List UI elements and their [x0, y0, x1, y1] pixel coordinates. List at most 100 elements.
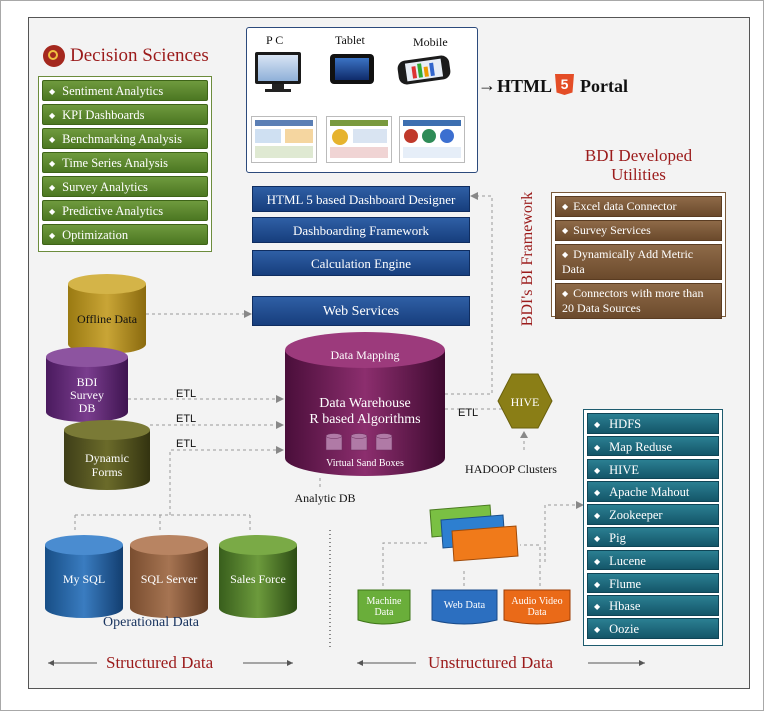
- list-item: ◆HIVE: [587, 458, 719, 480]
- monitor-base-icon: [265, 89, 291, 92]
- bullet-icon: ◆: [49, 231, 56, 240]
- list-item: ◆KPI Dashboards: [42, 104, 208, 125]
- offline-data-cylinder: [68, 274, 146, 354]
- etl-label: ETL: [176, 388, 197, 400]
- sqlserver-cylinder: [130, 535, 208, 618]
- tablet-icon: [330, 54, 374, 84]
- bullet-icon: ◆: [594, 533, 601, 543]
- salesforce-label: Sales Force: [230, 572, 286, 586]
- html5-badge-icon: 5: [555, 74, 574, 95]
- hive-hexagon: [497, 373, 553, 429]
- dynamic-forms-cylinder: [64, 420, 150, 490]
- hadoop-components-list: ◆HDFS ◆Map Reduse ◆HIVE ◆Apache Mahout ◆…: [583, 409, 723, 646]
- list-item: ◆Zookeeper: [587, 504, 719, 525]
- list-item: ◆Dynamically Add Metric Data: [555, 244, 722, 280]
- decision-sciences-logo-icon: [43, 45, 65, 67]
- portal-arrow-icon: →: [478, 75, 496, 95]
- structured-data-label: Structured Data: [106, 653, 214, 672]
- audio-video-data-label: Audio Video Data: [511, 596, 563, 618]
- list-item: ◆HDFS: [587, 413, 719, 434]
- list-item: ◆Survey Analytics: [42, 176, 208, 197]
- bullet-icon: ◆: [594, 442, 601, 452]
- web-services-bar: Web Services: [252, 296, 470, 326]
- bullet-icon: ◆: [594, 625, 601, 635]
- sandbox-label: Virtual Sand Boxes: [326, 458, 404, 469]
- list-item: ◆Hbase: [587, 595, 719, 616]
- pc-label: P C: [266, 33, 284, 47]
- dashboarding-framework-bar: Dashboarding Framework: [252, 217, 470, 243]
- operational-data-caption: Operational Data: [103, 615, 200, 630]
- list-item: ◆Optimization: [42, 224, 208, 245]
- mobile-label: Mobile: [413, 35, 448, 49]
- etl-label: ETL: [176, 438, 197, 450]
- bullet-icon: ◆: [594, 465, 601, 475]
- bullet-icon: ◆: [49, 183, 56, 192]
- hadoop-clusters-label: HADOOP Clusters: [465, 462, 557, 476]
- bullet-icon: ◆: [594, 488, 601, 498]
- analytic-db-label: Analytic DB: [294, 491, 356, 505]
- bullet-icon: ◆: [562, 250, 569, 259]
- bullet-icon: ◆: [49, 135, 56, 144]
- sqlserver-label: SQL Server: [140, 572, 198, 586]
- bullet-icon: ◆: [594, 511, 601, 521]
- bullet-icon: ◆: [594, 556, 601, 566]
- bullet-icon: ◆: [594, 420, 601, 429]
- dashboard-thumbnail: [326, 116, 392, 163]
- monitor-stand-icon: [272, 84, 284, 89]
- list-item: ◆Sentiment Analytics: [42, 80, 208, 101]
- survey-db-cylinder: [46, 347, 128, 422]
- bullet-icon: ◆: [49, 207, 56, 216]
- list-item: ◆Excel data Connector: [555, 196, 722, 217]
- portal-label: Portal: [580, 76, 628, 96]
- list-item: ◆Survey Services: [555, 220, 722, 241]
- bullet-icon: ◆: [49, 87, 56, 96]
- data-warehouse-cylinder: [285, 332, 445, 476]
- list-item: ◆Benchmarking Analysis: [42, 128, 208, 149]
- bullet-icon: ◆: [594, 602, 601, 612]
- bullet-icon: ◆: [562, 289, 569, 298]
- list-item: ◆Flume: [587, 572, 719, 594]
- offline-data-label: Offline Data: [76, 312, 138, 326]
- list-item: ◆Apache Mahout: [587, 481, 719, 502]
- machine-data-label: Machine Data: [366, 596, 402, 618]
- bullet-icon: ◆: [49, 111, 56, 120]
- bullet-icon: ◆: [49, 159, 56, 168]
- dashboard-thumbnail: [251, 116, 317, 163]
- etl-label: ETL: [458, 407, 479, 419]
- list-item: ◆Predictive Analytics: [42, 200, 208, 221]
- etl-label: ETL: [176, 413, 197, 425]
- unstructured-source-boxes: [357, 589, 571, 625]
- decision-sciences-list: ◆Sentiment Analytics ◆KPI Dashboards ◆Be…: [38, 76, 212, 252]
- list-item: ◆Map Reduse: [587, 435, 719, 457]
- mysql-cylinder: [45, 535, 123, 618]
- unstructured-data-label: Unstructured Data: [428, 653, 554, 672]
- tablet-label: Tablet: [335, 33, 365, 47]
- utilities-title: BDI Developed Utilities: [584, 146, 693, 184]
- list-item: ◆Connectors with more than 20 Data Sourc…: [555, 283, 722, 319]
- decision-sciences-title: Decision Sciences: [70, 45, 209, 66]
- bullet-icon: ◆: [594, 579, 601, 589]
- sandbox-cylinders: [325, 433, 393, 451]
- portal-html-label: HTML: [497, 76, 553, 96]
- list-item: ◆Time Series Analysis: [42, 152, 208, 173]
- salesforce-cylinder: [219, 535, 297, 618]
- mysql-label: My SQL: [62, 572, 106, 586]
- bullet-icon: ◆: [562, 226, 569, 235]
- utilities-list: ◆Excel data Connector ◆Survey Services ◆…: [551, 192, 726, 319]
- hive-label: HIVE: [510, 395, 540, 409]
- dashboard-thumbnail: [399, 116, 465, 163]
- unstructured-stack: [429, 504, 519, 562]
- dashboard-designer-bar: HTML 5 based Dashboard Designer: [252, 186, 470, 212]
- web-data-label: Web Data: [443, 600, 486, 611]
- list-item: ◆Lucene: [587, 549, 719, 571]
- data-mapping-label: Data Mapping: [330, 348, 400, 362]
- list-item: ◆Pig: [587, 526, 719, 548]
- monitor-icon: [255, 52, 301, 84]
- list-item: ◆Oozie: [587, 618, 719, 639]
- bullet-icon: ◆: [562, 202, 569, 211]
